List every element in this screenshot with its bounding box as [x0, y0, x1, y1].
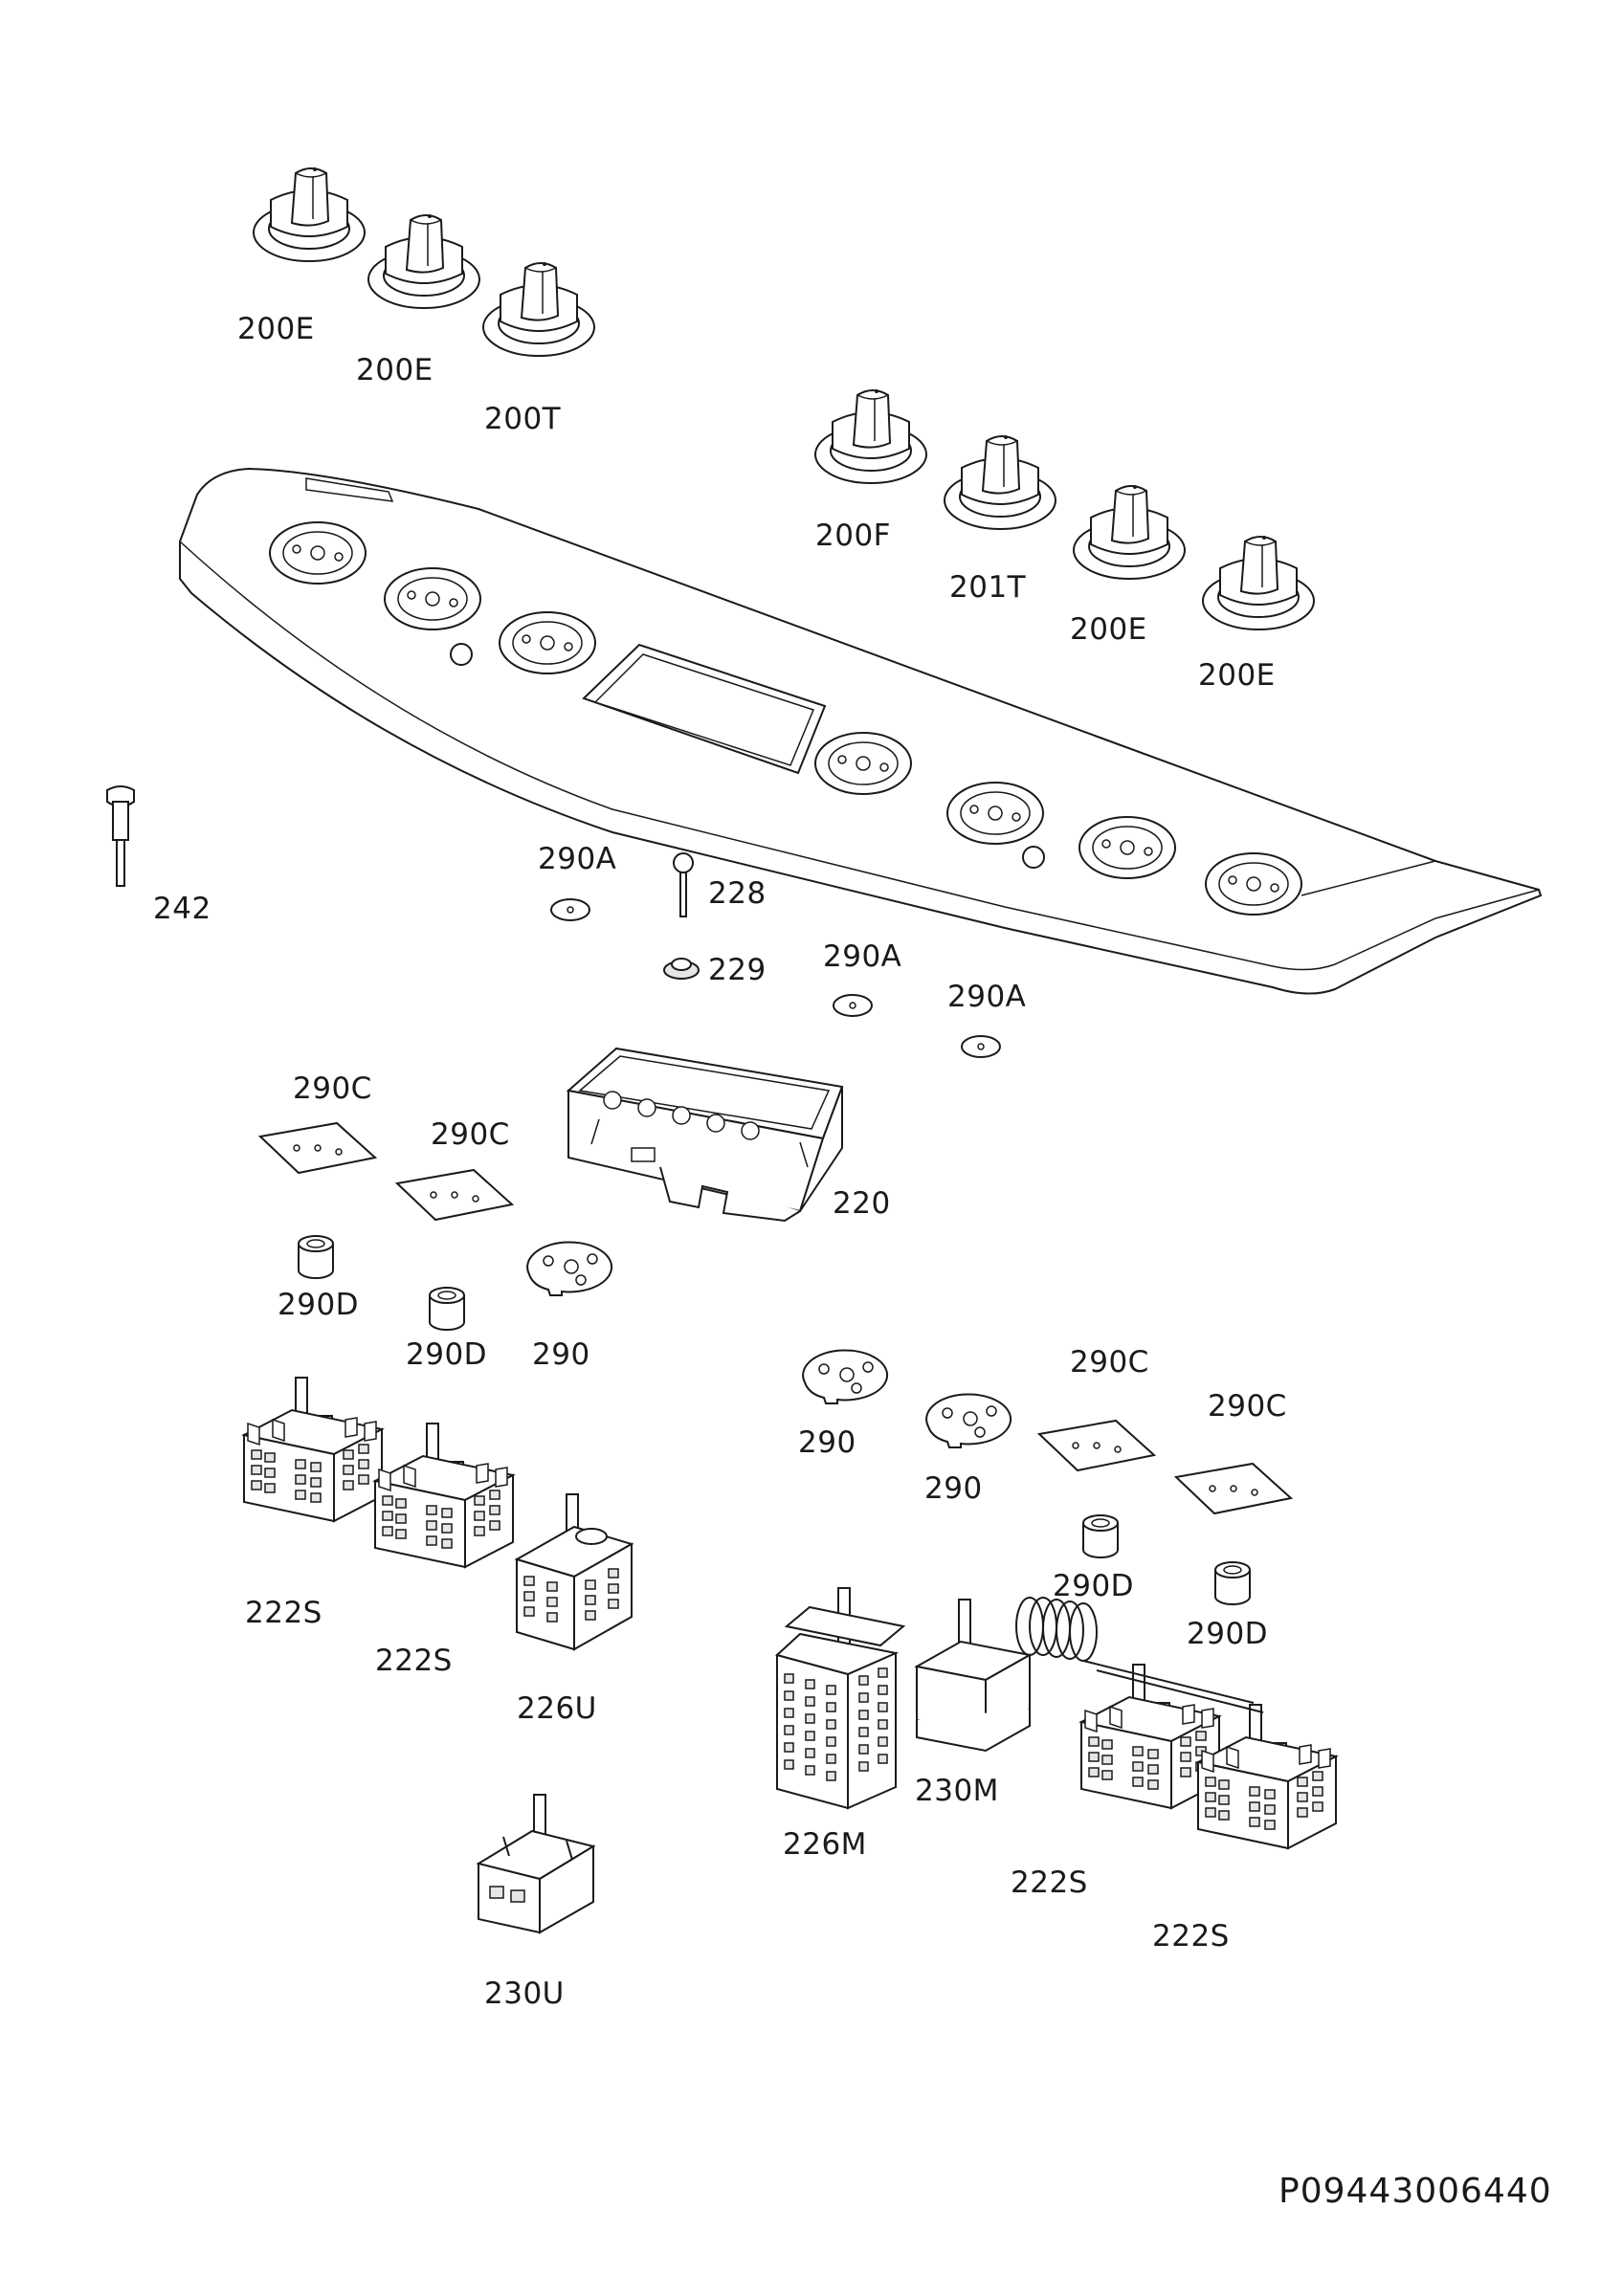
label-200e: 200E [1070, 612, 1147, 647]
label-222s: 222S [245, 1596, 322, 1630]
label-200e: 200E [1198, 658, 1276, 693]
label-290c: 290C [293, 1071, 372, 1106]
label-222s: 222S [1011, 1866, 1088, 1900]
label-290c: 290C [431, 1117, 510, 1152]
label-290: 290 [924, 1471, 983, 1506]
label-222s: 222S [375, 1644, 453, 1678]
label-290c: 290C [1070, 1345, 1149, 1380]
label-226u: 226U [517, 1691, 597, 1726]
label-230u: 230U [484, 1976, 565, 2011]
label-200e: 200E [237, 312, 315, 346]
label-200t: 200T [484, 402, 562, 436]
label-229: 229 [708, 953, 767, 987]
label-242: 242 [153, 892, 211, 926]
label-200f: 200F [815, 519, 892, 553]
label-226m: 226M [783, 1827, 867, 1862]
label-290: 290 [798, 1425, 856, 1460]
label-290c: 290C [1208, 1389, 1287, 1424]
label-290d: 290D [1187, 1617, 1269, 1651]
label-290a: 290A [947, 980, 1027, 1014]
label-222s: 222S [1152, 1919, 1230, 1954]
label-230m: 230M [915, 1774, 999, 1808]
label-290d: 290D [406, 1337, 488, 1372]
label-228: 228 [708, 876, 767, 911]
label-200e: 200E [356, 353, 434, 387]
label-290: 290 [532, 1337, 590, 1372]
label-220: 220 [833, 1186, 891, 1221]
label-290a: 290A [823, 939, 902, 974]
label-201t: 201T [949, 570, 1027, 605]
label-290d: 290D [1053, 1569, 1135, 1603]
document-id: P09443006440 [1278, 2172, 1552, 2211]
label-290d: 290D [278, 1288, 360, 1322]
label-290a: 290A [538, 842, 617, 876]
